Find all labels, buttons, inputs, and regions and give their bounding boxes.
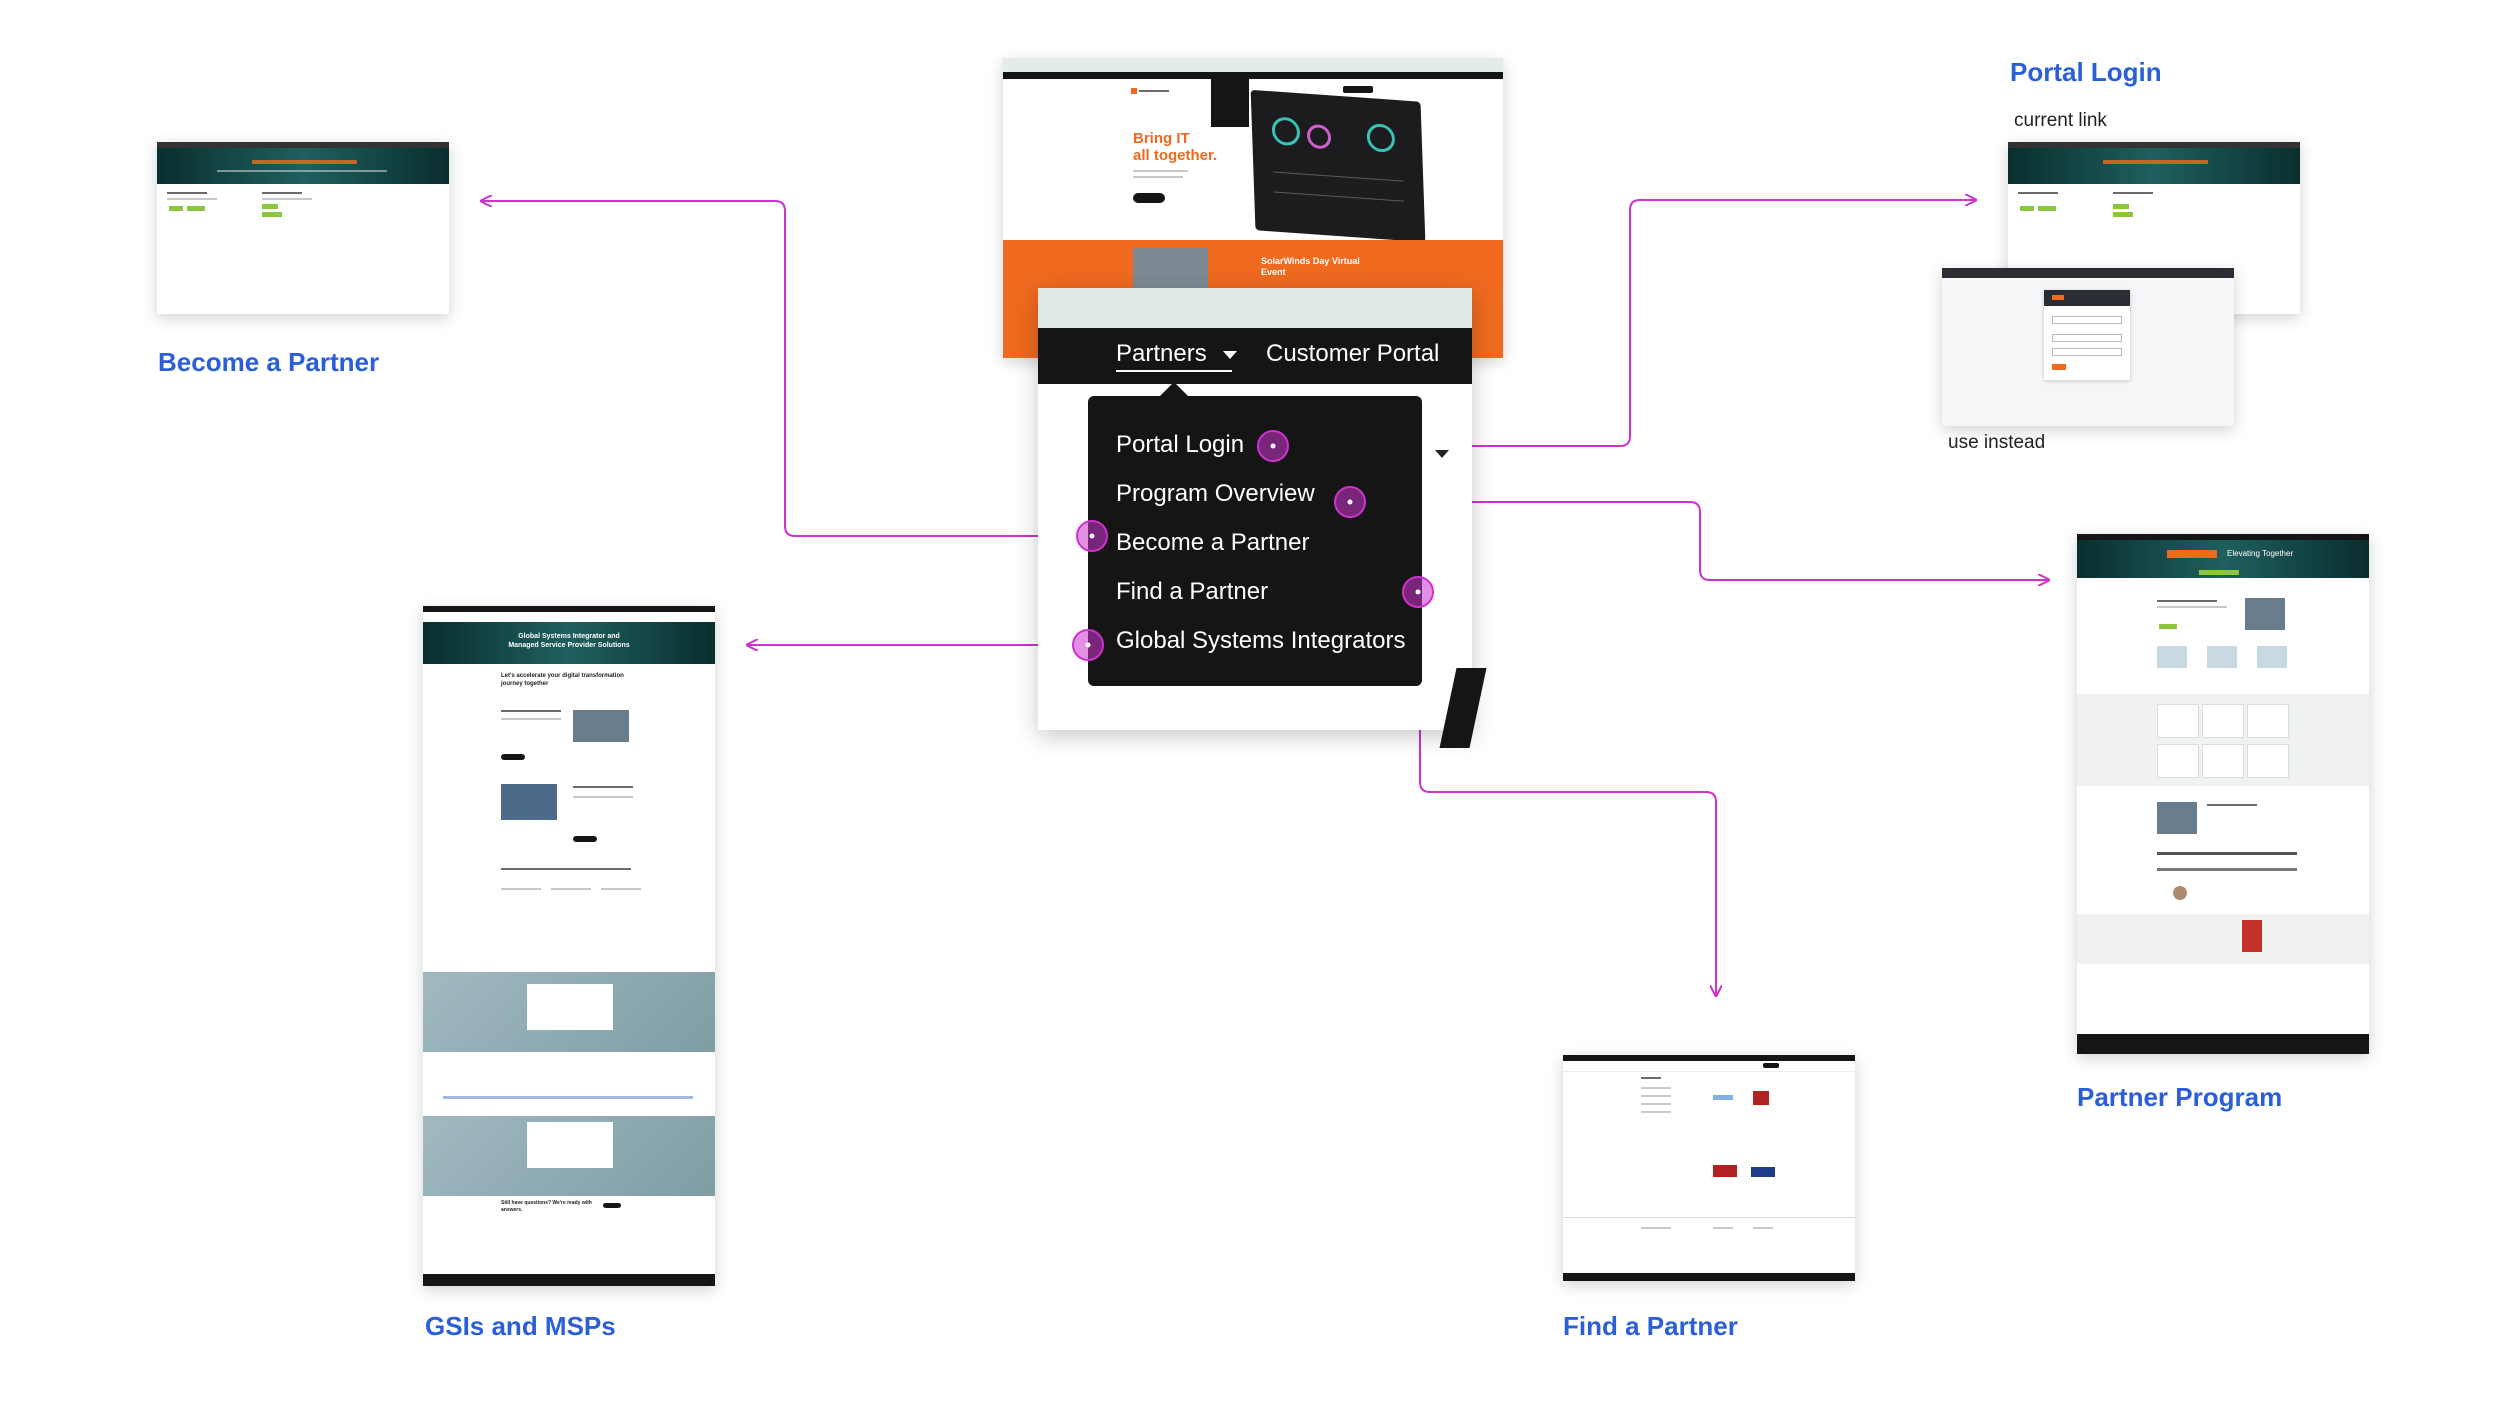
menu-item-become-partner[interactable]: Become a Partner (1116, 529, 1310, 556)
homepage-banner: SolarWinds Day Virtual Event (1261, 256, 1360, 277)
gsi-closing: Still have questions? We're ready with a… (501, 1200, 592, 1213)
menu-item-program-overview[interactable]: Program Overview (1116, 480, 1315, 507)
partner-program-thumbnail[interactable]: Elevating Together (2077, 534, 2369, 1054)
become-partner-label: Become a Partner (158, 347, 380, 377)
partner-program-label: Partner Program (2077, 1082, 2283, 1112)
homepage-headline-line-2: all together. (1133, 147, 1218, 164)
menu-item-find-partner[interactable]: Find a Partner (1116, 578, 1269, 605)
use-instead-note: use instead (1948, 432, 2046, 453)
nav-customer-portal[interactable]: Customer Portal (1266, 340, 1440, 367)
partners-dropdown (1088, 396, 1422, 686)
dashboard-mockup (1250, 89, 1426, 243)
nav-partners[interactable]: Partners (1116, 340, 1238, 368)
menu-item-portal-login[interactable]: Portal Login (1116, 431, 1245, 458)
become-partner-thumbnail[interactable] (157, 142, 449, 314)
menu-item-global-systems-integrators[interactable]: Global Systems Integrators (1116, 627, 1406, 654)
gsi-msp-thumbnail[interactable]: Global Systems Integrator and Managed Se… (423, 606, 715, 1286)
chevron-down-icon (1435, 450, 1449, 458)
connector-portal-login (1280, 200, 1975, 447)
homepage-headline: Bring IT all together. (1133, 130, 1217, 164)
gsi-intro: Let's accelerate your digital transforma… (501, 673, 624, 687)
connector-become-partner (482, 201, 1092, 537)
gsi-msp-label: GSIs and MSPs (425, 1311, 616, 1341)
connector-find-partner (1419, 595, 1716, 995)
portal-login-label: Portal Login (2010, 57, 2162, 87)
find-partner-thumbnail[interactable] (1563, 1055, 1855, 1281)
gsi-hero-line-2: Managed Service Provider Solutions (508, 642, 630, 649)
gsi-hero-title: Global Systems Integrator and Managed Se… (423, 632, 715, 650)
connector-program-overview (1356, 501, 2048, 580)
find-partner-label: Find a Partner (1563, 1311, 1738, 1341)
nav-bar (1038, 328, 1472, 384)
nav-partners-label: Partners (1116, 340, 1207, 367)
current-link-note: current link (2014, 110, 2107, 131)
chevron-down-icon (1223, 350, 1238, 359)
homepage-headline-line-1: Bring IT (1133, 130, 1190, 147)
gsi-hero-line-1: Global Systems Integrator and (518, 633, 620, 640)
partner-program-hero: Elevating Together (2227, 549, 2294, 558)
portal-login-new-thumbnail[interactable] (1942, 268, 2234, 426)
dropdown-caret (1160, 382, 1188, 396)
